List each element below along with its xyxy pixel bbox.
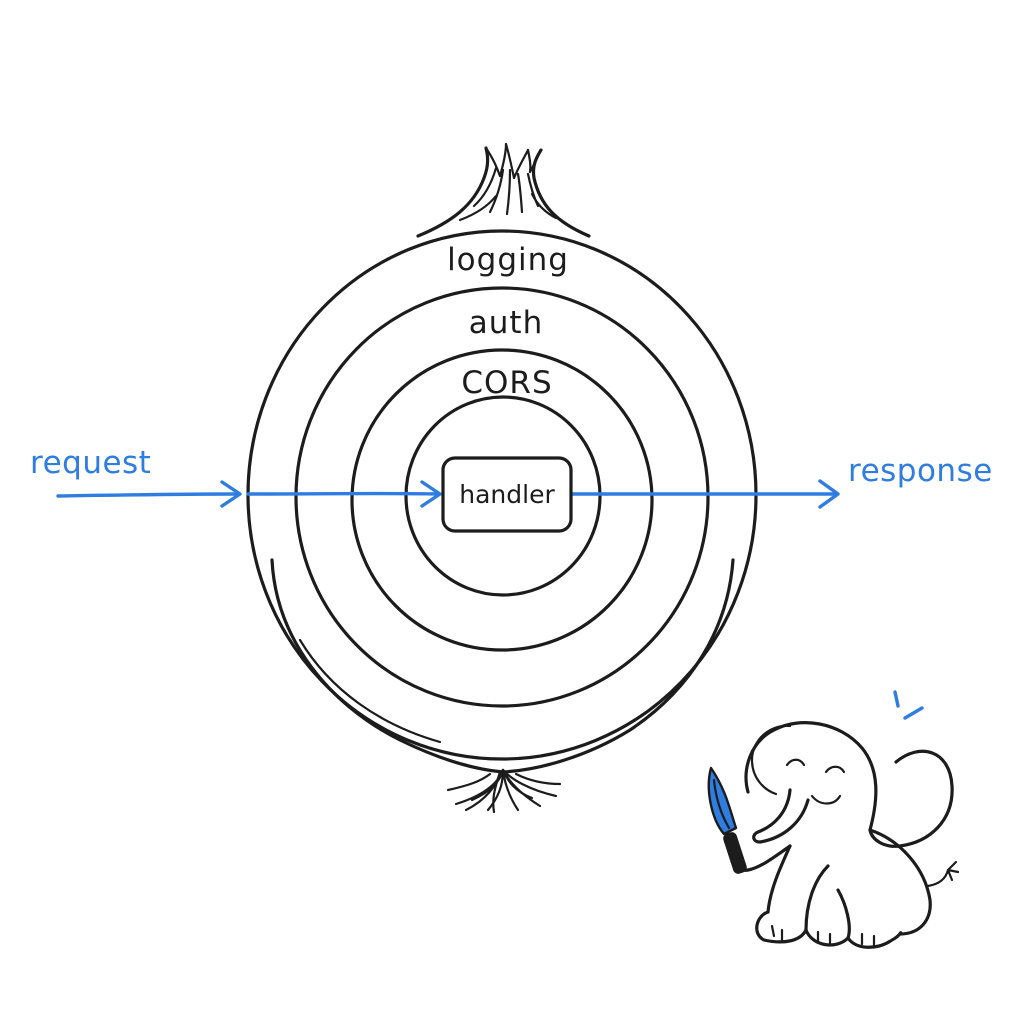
elephant-foot-right	[846, 931, 903, 949]
elephant-head	[744, 721, 878, 832]
layer-ring-cors	[350, 348, 654, 652]
handler-label: handler	[459, 480, 555, 509]
response-flow	[570, 479, 840, 509]
elephant-body	[766, 844, 792, 914]
onion-sprout-top	[416, 142, 591, 238]
layer-ring-inner	[404, 395, 602, 597]
elephant-eye-left	[785, 758, 806, 767]
elephant-ear	[868, 749, 954, 848]
layer-label-cors: CORS	[461, 365, 552, 401]
elephant-smile	[810, 794, 842, 805]
request-arrow	[56, 492, 240, 498]
onion-skin	[270, 558, 735, 774]
onion-roots	[446, 768, 562, 814]
request-flow	[56, 480, 442, 508]
request-label: request	[30, 445, 151, 481]
onion-skin-inner	[298, 638, 442, 744]
request-arrowhead	[220, 480, 242, 508]
response-label: response	[848, 453, 993, 489]
elephant-foot-left	[755, 910, 808, 944]
elephant-ear-left	[750, 724, 792, 796]
response-arrowhead	[818, 479, 840, 509]
knife-icon	[707, 766, 747, 874]
elephant-trunk	[752, 788, 810, 844]
layer-label-auth: auth	[469, 305, 543, 341]
inner-arrowhead	[420, 480, 442, 508]
elephant-eye-right	[824, 765, 846, 774]
elephant-mascot	[707, 690, 960, 949]
handler-box: handler	[441, 456, 573, 533]
elephant-foot-mid	[804, 864, 851, 947]
spark-icon	[893, 690, 924, 720]
layer-label-logging: logging	[447, 242, 569, 278]
layer-ring-auth	[294, 286, 710, 708]
elephant-tail	[926, 860, 960, 888]
